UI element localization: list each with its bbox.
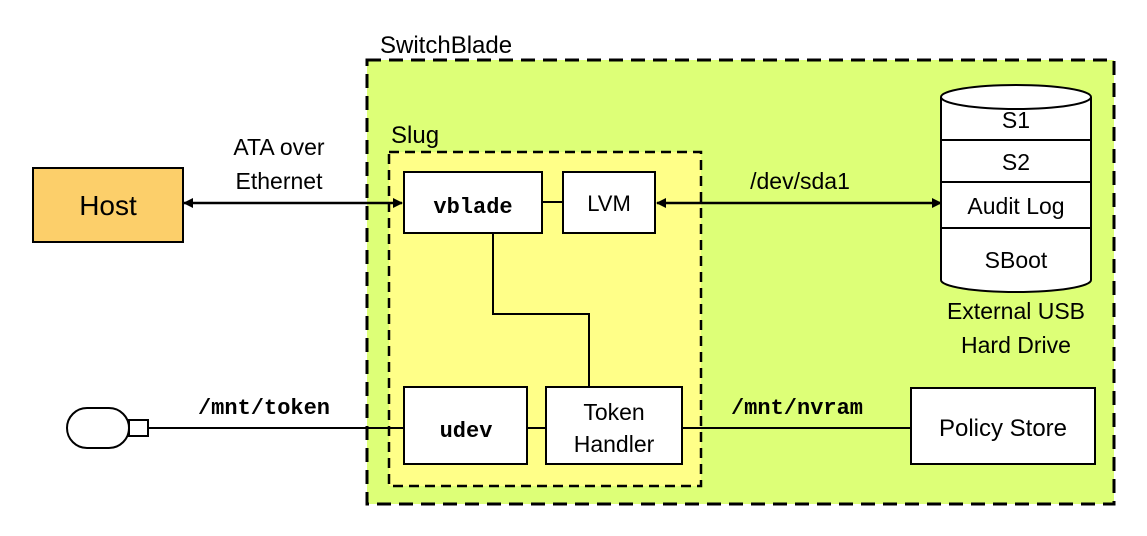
policy-store-label: Policy Store <box>939 415 1067 442</box>
usb-token-icon <box>66 407 149 449</box>
switchblade-title: SwitchBlade <box>380 32 512 59</box>
drive-partition-s1: S1 <box>1002 107 1030 133</box>
drive-caption-line1: External USB <box>947 298 1085 324</box>
drive-partition-sboot: SBoot <box>985 247 1048 273</box>
vblade-token-handler-link <box>492 233 590 387</box>
vblade-box <box>403 171 543 234</box>
drive-caption-line2: Hard Drive <box>961 332 1071 358</box>
lvm-box <box>562 171 656 234</box>
dev-sda1-label: /dev/sda1 <box>750 168 850 194</box>
policy-store-box <box>910 387 1096 465</box>
host-label: Host <box>79 190 137 221</box>
hard-drive-cylinder <box>940 84 1092 293</box>
slug-title: Slug <box>391 122 439 149</box>
token-handler-box <box>545 386 683 465</box>
udev-box <box>403 386 528 465</box>
lvm-label: LVM <box>587 191 631 216</box>
host-box <box>32 167 184 243</box>
vblade-label: vblade <box>433 195 512 220</box>
ata-label-line2: Ethernet <box>236 168 324 194</box>
drive-partition-audit-log: Audit Log <box>967 193 1064 219</box>
udev-label: udev <box>440 419 493 444</box>
token-handler-label-line1: Token <box>583 399 644 425</box>
ata-label-line1: ATA over <box>233 134 325 160</box>
drive-partition-s2: S2 <box>1002 149 1030 175</box>
mnt-token-label: /mnt/token <box>198 396 330 421</box>
mnt-nvram-label: /mnt/nvram <box>731 396 863 421</box>
token-handler-label-line2: Handler <box>574 431 655 457</box>
